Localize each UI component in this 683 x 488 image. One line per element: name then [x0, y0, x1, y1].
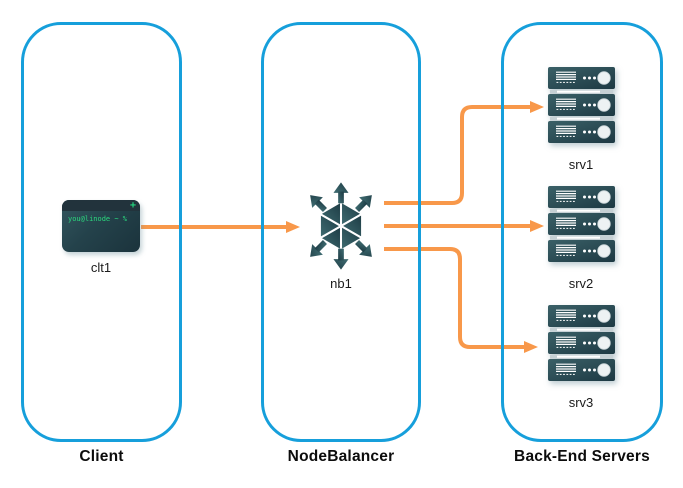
node-label-srv2: srv2	[568, 276, 594, 291]
zone-nodebalancer-label: NodeBalancer	[287, 448, 395, 465]
node-label-srv3: srv3	[568, 395, 594, 410]
zone-backend-label: Back-End Servers	[514, 448, 650, 465]
client-terminal-icon: + you@linode ~ %	[62, 200, 140, 252]
terminal-titlebar: +	[62, 200, 140, 211]
zone-backend-box	[501, 22, 663, 442]
terminal-plus-icon: +	[129, 200, 136, 211]
node-label-nb1: nb1	[330, 276, 352, 291]
server-stack-srv1-icon	[548, 67, 615, 143]
terminal-prompt-text: you@linode ~ %	[68, 215, 128, 223]
zone-nodebalancer-box	[261, 22, 421, 442]
node-label-clt1: clt1	[90, 260, 112, 275]
zone-client-label: Client	[79, 448, 124, 465]
server-stack-srv3-icon	[548, 305, 615, 381]
zone-client-box	[21, 22, 182, 442]
server-stack-srv2-icon	[548, 186, 615, 262]
node-label-srv1: srv1	[568, 157, 594, 172]
nodebalancer-icon	[304, 182, 378, 270]
